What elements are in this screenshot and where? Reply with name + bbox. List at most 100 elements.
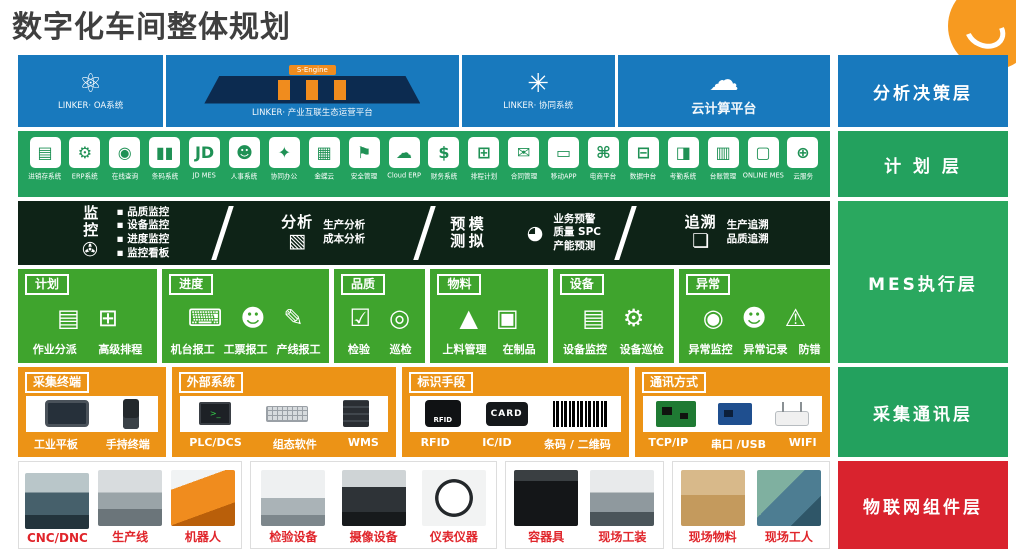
people-icon: ☻ [228, 137, 260, 168]
module-tab: 计划 [25, 274, 70, 295]
server-pillar-icon [334, 79, 347, 100]
barcode-icon: ▮▮ [149, 137, 181, 168]
platform-stage-icon [204, 75, 421, 104]
badge-icon: ◨ [667, 137, 699, 168]
app-label: 排程计划 [470, 172, 497, 181]
box-tab: 通讯方式 [641, 372, 706, 393]
list-icon: ▤ [582, 303, 605, 332]
mes-section-monitor: 监控 ✇ 品质监控 设备监控 进度监控 监控看板 [26, 205, 217, 261]
app-label: 合同管理 [510, 172, 537, 181]
module-caption: 异常监控 [688, 343, 733, 356]
list-item: 品质监控 [116, 206, 169, 220]
app-label: 台账管理 [709, 172, 737, 181]
monitor-heading: 监控 [81, 205, 100, 240]
app-tile: ◨考勤系统 [664, 137, 702, 182]
ledger-icon: ▤ [29, 137, 61, 168]
rfid-tag-icon: RFID [424, 400, 461, 428]
layer-label-text: 物联网组件层 [863, 497, 983, 518]
app-tile: ▮▮条码系统 [146, 137, 184, 182]
chip-icon [724, 409, 734, 417]
layer-label-text: MES执行层 [868, 274, 978, 295]
phone-icon: ▭ [548, 137, 580, 168]
app-tile: ▥台账管理 [704, 137, 742, 182]
device-caption: RFID [420, 436, 450, 449]
monitor-icon: ▢ [747, 137, 779, 168]
device-caption: 手持终端 [105, 438, 150, 451]
search-icon: ◉ [109, 137, 141, 168]
easel-icon: ▧ [288, 230, 307, 253]
truck-up-icon: ▲ [459, 303, 478, 332]
camera-equipment-photo [341, 470, 406, 526]
box-tab: 采集终端 [25, 372, 90, 393]
barcode-icon [552, 400, 607, 427]
iot-caption: 容器具 [528, 530, 565, 544]
layer-label-text: 分析决策层 [873, 83, 973, 104]
report-icon: ✎ [283, 303, 304, 332]
iot-caption: 仪表仪器 [429, 530, 478, 544]
person-alert-icon: ☻ [741, 303, 767, 332]
module-caption: 在制品 [502, 343, 536, 356]
iot-group-machines: CNC/DNC 生产线 机器人 [18, 461, 243, 549]
module-tab: 异常 [685, 274, 730, 295]
chip-icon [662, 406, 673, 415]
module-caption: 异常记录 [743, 343, 788, 356]
tooling-photo [590, 470, 655, 526]
grid-icon: ⊟ [627, 137, 659, 168]
module-caption: 作业分派 [32, 343, 77, 356]
module-caption: 高级排程 [98, 343, 143, 356]
app-label: 电商平台 [590, 172, 617, 181]
collab-system-tile: ✳ LINKER· 协同系统 [461, 55, 615, 127]
module-quality: 品质 ☑◎ 检验巡检 [334, 269, 426, 363]
mes-section-forecast: 预测 模拟 ◕ 业务预警 质量 SPC 产能预测 [430, 206, 621, 260]
module-material: 物料 ▲▣ 上料管理在制品 [430, 269, 548, 363]
module-caption: 上料管理 [442, 343, 487, 356]
layer-label-text: 计 划 层 [884, 156, 962, 177]
list-item: 质量 SPC [553, 226, 601, 239]
list-item: 监控看板 [116, 247, 169, 261]
module-tab: 设备 [559, 274, 604, 295]
forecast-list: 业务预警 质量 SPC 产能预测 [553, 213, 601, 254]
platform-label: LINKER· 产业互联生态运营平台 [251, 107, 373, 118]
id-card-icon: CARD [485, 401, 528, 426]
app-label: JD MES [192, 171, 217, 180]
module-caption: 检验 [347, 343, 370, 356]
module-caption: 巡检 [389, 343, 412, 356]
app-tile: ◉在线查询 [106, 137, 144, 182]
iot-item: 摄像设备 [341, 466, 406, 545]
platform-tile: S-Engine LINKER· 产业互联生态运营平台 [166, 55, 459, 127]
mes-section-analysis: 分析 ▧ 生产分析 成本分析 [228, 206, 419, 260]
iot-caption: 现场工装 [598, 530, 647, 544]
cloud-platform-label: 云计算平台 [691, 101, 757, 117]
network-icon: ✦ [268, 137, 300, 168]
module-caption: 设备监控 [563, 343, 608, 356]
iot-item: 容器具 [514, 466, 579, 545]
cart-icon: ⌘ [587, 137, 619, 168]
layer-label-mes: MES执行层 [838, 201, 1008, 363]
simulate-heading: 模拟 [466, 216, 485, 250]
box-tab: 外部系统 [178, 372, 243, 393]
oa-system-tile: ⚛ LINKER· OA系统 [18, 55, 164, 127]
list-item: 成本分析 [323, 233, 366, 245]
handheld-terminal-icon [122, 398, 139, 429]
iot-item: 仪表仪器 [421, 466, 486, 545]
worker-photo [756, 470, 821, 526]
iot-item: 现场物料 [680, 466, 745, 545]
chip-icon [680, 412, 689, 419]
trace-heading: 追溯 [684, 212, 717, 231]
module-caption: 产线报工 [276, 343, 321, 356]
iot-item: CNC/DNC [25, 466, 90, 545]
iot-caption: 现场工人 [764, 530, 813, 544]
iot-group-containers: 容器具 现场工装 [505, 461, 664, 549]
layer-label-decision: 分析决策层 [838, 55, 1008, 127]
iot-item: 机器人 [170, 466, 235, 545]
module-abnormal: 异常 ◉☻⚠ 异常监控异常记录防错 [678, 269, 830, 363]
app-tile: ⌘ 电商平台 [584, 137, 622, 182]
app-tile: ⊟数据中台 [624, 137, 662, 182]
page-title: 数字化车间整体规划 [12, 10, 291, 45]
app-label: 金蝶云 [314, 172, 335, 181]
device-caption: 串口 /USB [710, 438, 766, 451]
iot-group-site: 现场物料 现场工人 [671, 461, 830, 549]
collab-system-label: LINKER· 协同系统 [503, 101, 574, 111]
list-item: 品质追溯 [726, 233, 769, 245]
